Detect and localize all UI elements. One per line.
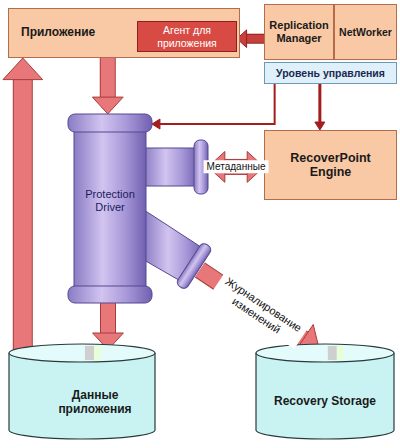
pipe-flange [194,140,208,194]
pipe-outline [66,110,216,305]
arrow-shaft [225,160,247,174]
flow-arrow [3,58,43,352]
arrow-outline [200,270,303,339]
arrow-outline [247,34,264,44]
application-box: Приложение Агент для приложения [8,8,240,58]
flow-arrow [93,302,124,350]
arrow-shaft [101,58,115,97]
node-text: Уровень управления [276,67,385,79]
pipe-branch [144,148,198,186]
arrow-shaft [247,35,264,43]
storage-cylinder: Данные приложения [8,343,156,440]
node-text: RecoverPoint Engine [269,151,392,180]
arrow-shaft [200,270,303,339]
flow-arrow [315,84,325,130]
node-text: Recovery Storage [265,395,385,409]
arrow-outline [100,58,116,97]
flow-arrow [200,270,319,354]
node-text: Replication Manager [267,19,331,44]
arrow-head [208,152,225,183]
edge-label-holder: Метаданные [204,160,269,174]
edge-label: Журналирование изменений [211,271,309,349]
arrow-outline [13,80,33,352]
cylinder-body [9,353,155,439]
arrow-outline [100,302,116,333]
networker-box: NetWorker [334,4,397,60]
arrow-head [152,119,160,129]
pipe-flange [68,286,152,303]
manager-box: Replication Manager [264,4,334,60]
node-text: NetWorker [339,26,392,38]
cylinder-body [256,353,394,439]
driver-pipe: Protection Driver [66,110,216,305]
cylinder-outline [255,343,395,440]
node-text: Protection Driver [76,188,144,213]
control-band: Уровень управления [264,62,397,84]
flow-arrow [237,30,264,48]
engine-box: RecoverPoint Engine [264,130,397,200]
node-text: Агент для приложения [141,24,233,48]
flow-arrow [152,84,275,129]
arrow-shaft [318,84,321,122]
arrow-shaft [101,302,115,333]
arrow-outline [225,159,247,175]
arrow-head [247,152,264,183]
storage-cylinder: Recovery Storage [255,343,395,440]
cylinder-top [9,344,155,362]
flow-arrow [208,152,264,183]
cylinder-stripe [337,346,344,360]
node-text: Данные приложения [40,389,150,417]
cylinder-top [256,344,394,362]
cylinder-stripe [85,346,94,360]
pipe-body [74,122,146,294]
edge-label: Метаданные [204,160,269,174]
arrow-shaft [14,80,32,352]
cylinder-stripe [94,346,101,360]
cylinder-stripe [328,346,337,360]
pipe-flange [68,114,152,132]
pipe-flange [175,242,212,290]
node-text: Приложение [21,26,95,40]
arrow-head [92,97,123,114]
edge-label-holder: Журналирование изменений [211,271,309,349]
arrow-head [315,122,325,130]
arrow-shaft [160,84,275,124]
arrow-head [3,58,43,80]
agent-box: Агент для приложения [137,21,237,52]
flow-arrow [92,58,123,114]
